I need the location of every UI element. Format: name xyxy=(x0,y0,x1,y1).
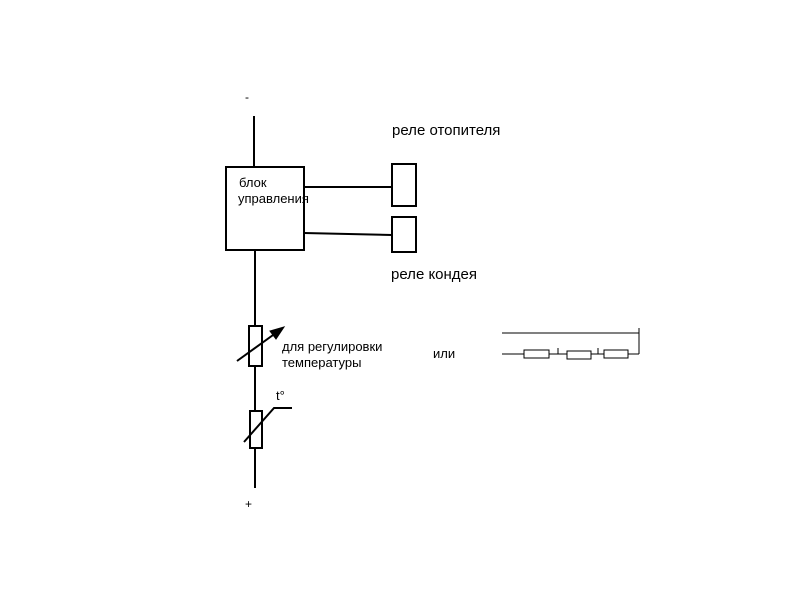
resistor-chain-alternative xyxy=(502,328,640,360)
chain-resistor-1 xyxy=(523,349,550,359)
relay-heater-label: реле отопителя xyxy=(392,122,501,139)
thermistor-label: t° xyxy=(276,388,285,403)
wire-to-relay-ac xyxy=(303,232,393,236)
temp-adjust-label-line1: для регулировки xyxy=(282,339,383,354)
minus-terminal-label: - xyxy=(245,90,249,104)
variable-resistor-arrowhead xyxy=(269,326,286,340)
temp-adjust-label-line2: температуры xyxy=(282,355,362,370)
control-block-box xyxy=(225,166,305,251)
relay-ac-coil xyxy=(391,216,417,253)
thermistor-slash xyxy=(243,407,292,443)
relay-ac-label: реле кондея xyxy=(391,266,478,283)
variable-resistor xyxy=(248,325,263,367)
chain-resistor-3 xyxy=(603,349,629,359)
control-block-label-line2: управления xyxy=(238,191,309,206)
or-label: или xyxy=(433,346,456,361)
chain-resistor-2 xyxy=(566,350,592,360)
control-block-label-line1: блок xyxy=(239,175,267,190)
relay-heater-coil xyxy=(391,163,417,207)
plus-terminal-label: + xyxy=(245,497,253,511)
